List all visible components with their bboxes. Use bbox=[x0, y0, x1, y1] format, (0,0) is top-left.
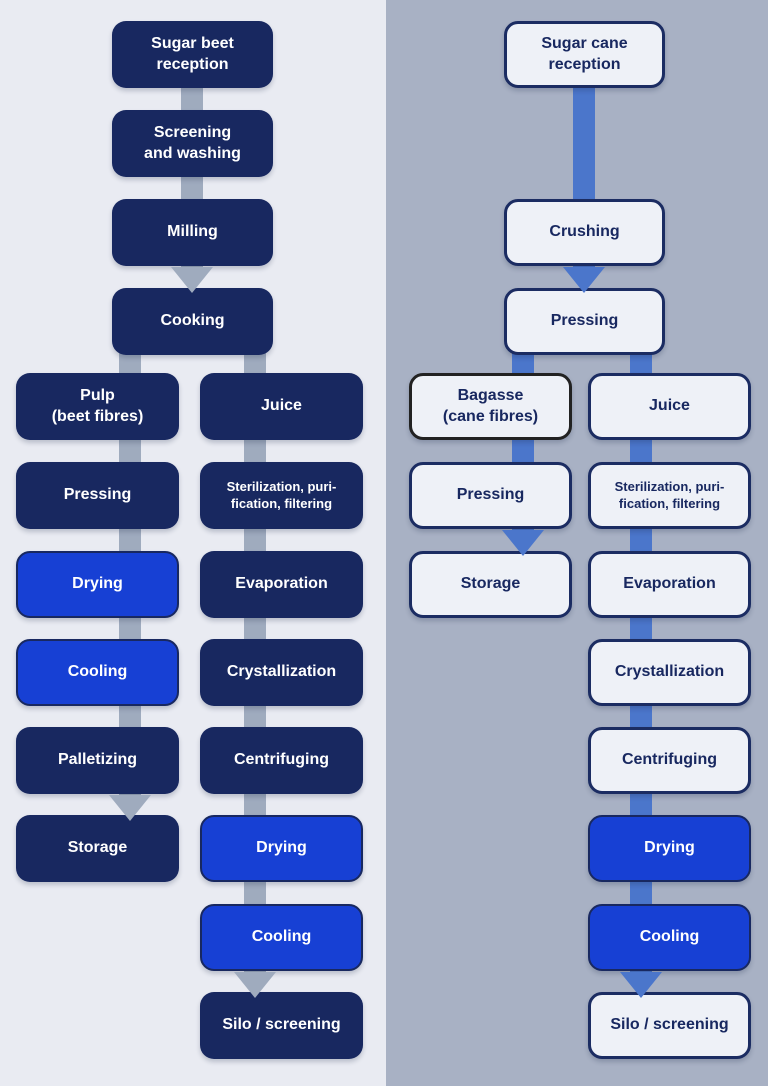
connector-beet-drying-cooling bbox=[119, 615, 141, 642]
connector-cane-juice-sterilization bbox=[630, 437, 652, 465]
connector-bagasse-pressing-storage-arrowhead bbox=[502, 530, 544, 556]
connector-crushing-pressing-arrowhead bbox=[563, 267, 605, 293]
connector-cane-drying-cooling bbox=[630, 879, 652, 907]
node-cane-juice-drying: Drying bbox=[588, 815, 751, 882]
connector-cane-crystallization-centrifuging bbox=[630, 703, 652, 730]
node-screening-washing: Screening and washing bbox=[112, 110, 273, 177]
connector-cane-cooling-silo-arrowhead bbox=[620, 972, 662, 998]
node-crushing: Crushing bbox=[504, 199, 665, 266]
connector-beet-sterilization-evaporation bbox=[244, 526, 266, 554]
connector-beet-pressing-drying bbox=[119, 526, 141, 554]
node-bagasse-pressing: Pressing bbox=[409, 462, 572, 529]
node-beet-centrifuging: Centrifuging bbox=[200, 727, 363, 794]
node-beet-pulp-drying: Drying bbox=[16, 551, 179, 618]
node-cane-centrifuging: Centrifuging bbox=[588, 727, 751, 794]
node-sugar-beet-reception: Sugar beet reception bbox=[112, 21, 273, 88]
connector-cooking-beet-juice bbox=[244, 352, 266, 377]
connector-beet-evaporation-crystallization bbox=[244, 615, 266, 642]
node-bagasse-storage: Storage bbox=[409, 551, 572, 618]
node-beet-juice-cooling: Cooling bbox=[200, 904, 363, 971]
connector-palletizing-storage-arrowhead bbox=[109, 795, 151, 821]
node-beet-crystallization: Crystallization bbox=[200, 639, 363, 706]
connector-beet-reception-screening bbox=[181, 85, 203, 113]
node-beet-juice-drying: Drying bbox=[200, 815, 363, 882]
connector-beet-cooling-palletizing bbox=[119, 703, 141, 730]
connector-beet-juice-sterilization bbox=[244, 437, 266, 465]
node-beet-sterilization: Sterilization, puri- fication, filtering bbox=[200, 462, 363, 529]
node-palletizing: Palletizing bbox=[16, 727, 179, 794]
node-cane-evaporation: Evaporation bbox=[588, 551, 751, 618]
connector-pressing-cane-juice bbox=[630, 352, 652, 377]
node-cane-silo-screening: Silo / screening bbox=[588, 992, 751, 1059]
node-beet-pulp-pressing: Pressing bbox=[16, 462, 179, 529]
node-beet-juice: Juice bbox=[200, 373, 363, 440]
node-bagasse: Bagasse (cane fibres) bbox=[409, 373, 572, 440]
connector-milling-cooking-arrowhead bbox=[171, 267, 213, 293]
connector-beet-centrifuging-drying bbox=[244, 791, 266, 818]
node-cane-sterilization: Sterilization, puri- fication, filtering bbox=[588, 462, 751, 529]
node-pulp: Pulp (beet fibres) bbox=[16, 373, 179, 440]
node-sugar-cane-reception: Sugar cane reception bbox=[504, 21, 665, 88]
connector-cane-reception-crushing bbox=[573, 85, 595, 202]
connector-cane-centrifuging-drying bbox=[630, 791, 652, 818]
node-cane-pressing: Pressing bbox=[504, 288, 665, 355]
connector-pressing-bagasse bbox=[512, 352, 534, 377]
node-beet-silo-screening: Silo / screening bbox=[200, 992, 363, 1059]
node-milling: Milling bbox=[112, 199, 273, 266]
node-beet-pulp-storage: Storage bbox=[16, 815, 179, 882]
connector-cane-sterilization-evaporation bbox=[630, 526, 652, 554]
connector-beet-cooling-silo-arrowhead bbox=[234, 972, 276, 998]
connector-pulp-pressing bbox=[119, 437, 141, 465]
connector-beet-juice-drying-cooling bbox=[244, 879, 266, 907]
connector-cane-evaporation-crystallization bbox=[630, 615, 652, 642]
node-cooking: Cooking bbox=[112, 288, 273, 355]
connector-cooking-pulp bbox=[119, 352, 141, 377]
node-cane-crystallization: Crystallization bbox=[588, 639, 751, 706]
node-beet-evaporation: Evaporation bbox=[200, 551, 363, 618]
node-cane-juice: Juice bbox=[588, 373, 751, 440]
connector-screening-milling bbox=[181, 174, 203, 202]
node-beet-pulp-cooling: Cooling bbox=[16, 639, 179, 706]
node-cane-juice-cooling: Cooling bbox=[588, 904, 751, 971]
connector-bagasse-pressing bbox=[512, 437, 534, 465]
connector-beet-crystallization-centrifuging bbox=[244, 703, 266, 730]
